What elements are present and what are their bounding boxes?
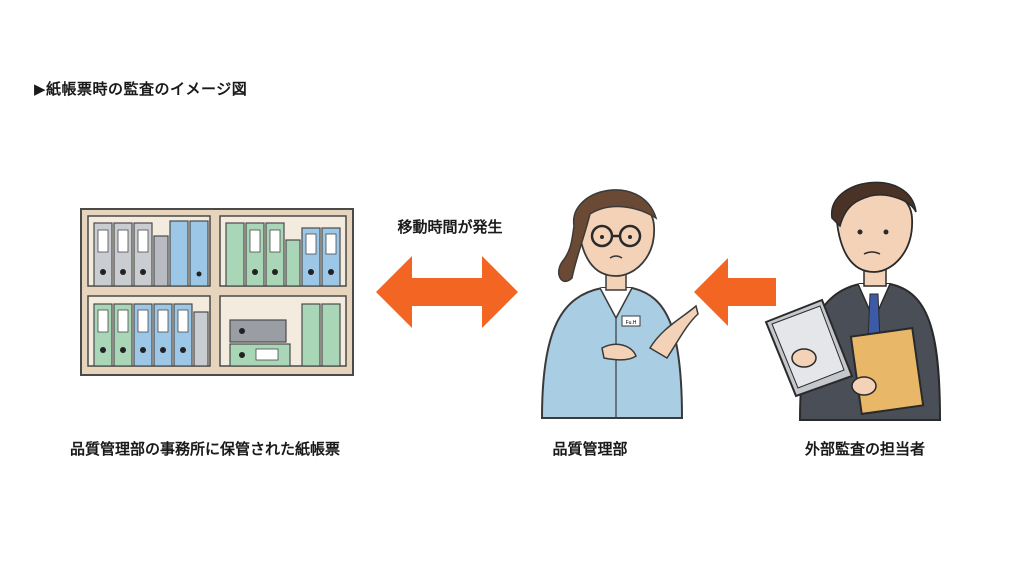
left-arrow-icon: [694, 258, 776, 326]
double-arrow-icon: [376, 256, 518, 328]
auditor-illustration: [764, 181, 942, 421]
move-time-label: 移動時間が発生: [397, 218, 503, 236]
page-title: ▶紙帳票時の監査のイメージ図: [34, 80, 248, 98]
name-badge-text: Fu.H: [626, 320, 637, 326]
qa-staff-illustration: Fu.H: [540, 189, 699, 419]
binder-row-top-left: [93, 220, 209, 287]
external-auditor-caption: 外部監査の担当者: [804, 440, 925, 458]
bookshelf-illustration: [80, 208, 354, 376]
qa-caption: 品質管理部: [552, 440, 628, 458]
shelf-caption: 品質管理部の事務所に保管された紙帳票: [69, 440, 340, 458]
